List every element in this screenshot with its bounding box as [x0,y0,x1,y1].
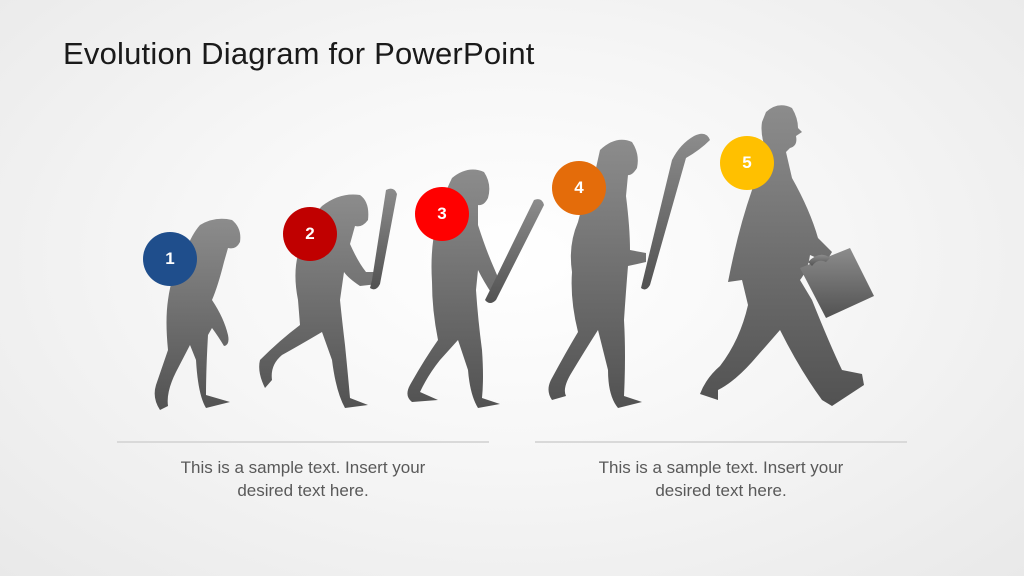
caption-left: This is a sample text. Insert your desir… [153,456,453,502]
stage-badge-4: 4 [552,161,606,215]
businessman-silhouette-icon [700,105,874,407]
hominid-silhouette-icon [407,169,544,408]
caption-right-line1: This is a sample text. Insert your [598,458,844,477]
ape-silhouette-icon [154,218,241,410]
caveman-silhouette-icon [548,133,710,409]
caption-right-line2: desired text here. [655,481,787,500]
stage-badge-1: 1 [143,232,197,286]
caption-left-line2: desired text here. [237,481,369,500]
caption-left-line1: This is a sample text. Insert your [180,458,426,477]
stage-badge-3: 3 [415,187,469,241]
divider-right [535,441,907,443]
divider-left [117,441,489,443]
caption-right: This is a sample text. Insert your desir… [571,456,871,502]
stage-badge-2: 2 [283,207,337,261]
early-hominid-silhouette-icon [259,188,397,408]
stage-badge-5: 5 [720,136,774,190]
slide-title: Evolution Diagram for PowerPoint [63,36,535,71]
